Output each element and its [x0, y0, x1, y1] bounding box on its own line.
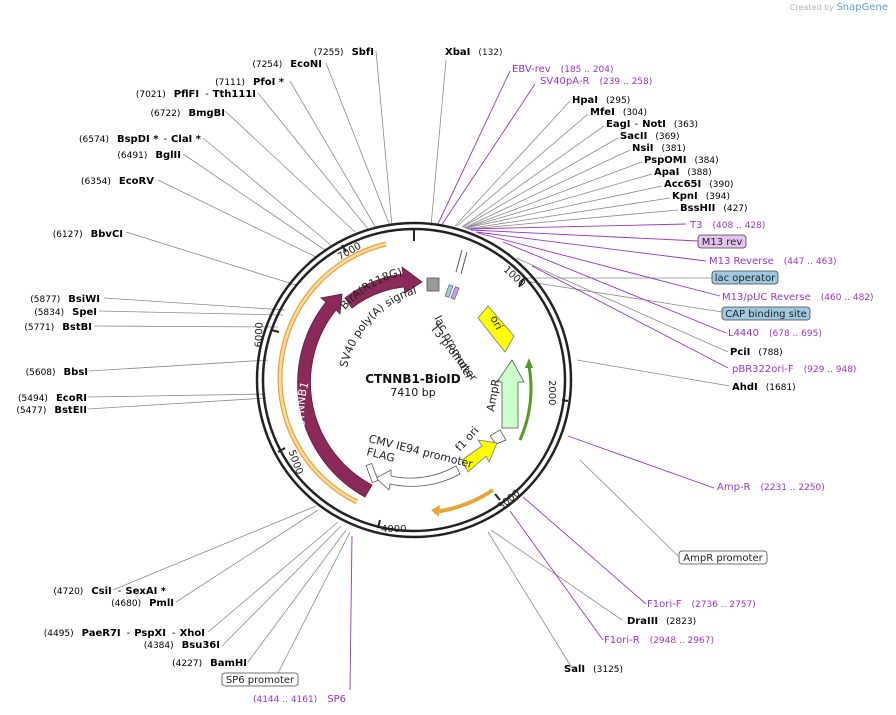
enzyme-site[interactable]: (6491)BglII: [117, 150, 181, 161]
enzyme-site[interactable]: (6127)BbvCI: [53, 229, 123, 240]
tick-label-2000: 2000: [546, 380, 557, 405]
primer-label[interactable]: T3(408 .. 428): [689, 220, 765, 231]
enzyme-site[interactable]: (5477)BstEII: [16, 405, 87, 416]
enzyme-site[interactable]: (7255)SbfI: [314, 47, 374, 58]
enzyme-site[interactable]: HpaI(295): [572, 95, 630, 106]
backbone-inner: [261, 227, 567, 533]
m13rev-label: M13 rev: [702, 237, 743, 248]
plasmid-size: 7410 bp: [390, 386, 435, 399]
green-orf-arrowhead: [525, 358, 533, 368]
sp6-promoter-label: SP6 promoter: [226, 675, 295, 686]
primer-label[interactable]: Amp-R(2231 .. 2250): [717, 482, 825, 493]
enzyme-site[interactable]: (4227)BamHI: [172, 658, 247, 669]
primer-label[interactable]: L4440(678 .. 695): [728, 328, 822, 339]
primer-leader-lines: [349, 70, 729, 691]
enzyme-site[interactable]: EagI-NotI(363): [606, 119, 698, 130]
enzymes-right: XbaI(132) HpaI(295) MfeI(304) EagI-NotI(…: [445, 47, 796, 675]
ori-label: ori: [487, 313, 505, 332]
enzyme-site[interactable]: (6354)EcoRV: [81, 176, 154, 187]
enzyme-site[interactable]: BssHII(427): [680, 203, 748, 214]
ampr-promoter-label: AmpR promoter: [683, 553, 763, 564]
enzyme-site[interactable]: (5494)EcoRI: [18, 393, 87, 404]
enzyme-site[interactable]: (7254)EcoNI: [252, 59, 322, 70]
enzyme-site[interactable]: PspOMI(384): [644, 155, 719, 166]
promoter-line: [455, 249, 463, 273]
f1-ori-feature[interactable]: [461, 439, 498, 473]
lac-operator-mark: [444, 284, 454, 298]
m13rev-box[interactable]: [697, 234, 747, 249]
enzyme-site[interactable]: (5834)SpeI: [34, 307, 97, 318]
enzyme-site[interactable]: KpnI(394): [672, 191, 730, 202]
lac-operator-label: lac operator: [715, 273, 776, 284]
enzyme-site[interactable]: MfeI(304): [590, 107, 647, 118]
ampr-feature[interactable]: [496, 359, 525, 429]
enzyme-site[interactable]: (7111)PfoI *: [215, 77, 285, 88]
tick-label-3000: 3000: [496, 488, 523, 513]
bira-feature[interactable]: [344, 266, 423, 309]
tick-label-6000: 6000: [254, 322, 266, 348]
ampr-label: AmpR: [484, 378, 503, 413]
primer-label[interactable]: F1ori-F(2736 .. 2757): [647, 599, 756, 610]
orf-arc-left-inner: [278, 242, 387, 504]
enzyme-site[interactable]: XbaI(132): [445, 47, 503, 58]
enzyme-site[interactable]: (4720)CsiI-SexAI *: [53, 586, 166, 597]
orf-arc-bottom: [433, 488, 495, 514]
leader-lines: [87, 50, 731, 680]
enzyme-site[interactable]: DraIII(2823): [627, 616, 696, 627]
enzyme-site[interactable]: AhdI(1681): [732, 382, 796, 393]
enzyme-site[interactable]: (6574)BspDI *-ClaI *: [79, 134, 202, 145]
scale-ticks: [270, 230, 569, 529]
snapgene-watermark: Created by SnapGene: [789, 2, 888, 13]
cmv-promoter-feature[interactable]: [375, 465, 461, 491]
primer-label[interactable]: (4144 .. 4161)SP6: [253, 694, 346, 705]
enzyme-site[interactable]: (7021)PflFI-Tth111I: [136, 89, 256, 100]
sv40-polya-feature[interactable]: [426, 277, 440, 292]
enzyme-site[interactable]: (5877)BsiWI: [30, 294, 100, 305]
primer-label[interactable]: SV40pA-R(239 .. 258): [540, 76, 652, 87]
green-orf-arc: [518, 365, 533, 441]
ampr-promoter-box[interactable]: [678, 550, 768, 565]
cap-site-label: CAP binding site: [725, 309, 807, 320]
ctnnb1-label: CTNNB1: [294, 380, 311, 429]
primer-label[interactable]: EBV-rev(185 .. 204): [512, 64, 614, 75]
enzyme-site[interactable]: (4384)Bsu36I: [144, 640, 220, 651]
t3-promoter-mark: [450, 286, 460, 300]
primer-label[interactable]: M13 Reverse(447 .. 463): [709, 256, 837, 267]
enzyme-site[interactable]: (4495)PaeR7I-PspXI-XhoI: [44, 628, 205, 639]
enzymes-left: (7255)SbfI (7254)EcoNI (7111)PfoI * (702…: [16, 47, 374, 669]
primer-label[interactable]: pBR322ori-F(929 .. 948): [732, 364, 856, 375]
enzyme-site[interactable]: NsiI(381): [632, 143, 686, 154]
enzyme-site[interactable]: Acc65I(390): [664, 179, 733, 190]
plasmid-name: CTNNB1-BioID: [365, 372, 461, 386]
enzyme-site[interactable]: SalI(3125): [564, 664, 623, 675]
enzyme-site[interactable]: (6722)BmgBI: [151, 108, 225, 119]
ori-feature[interactable]: [477, 305, 515, 353]
primer-label[interactable]: F1ori-R(2948 .. 2967): [604, 635, 714, 646]
cap-site-box[interactable]: [721, 306, 811, 321]
lac-operator-box[interactable]: [711, 270, 779, 285]
enzyme-site[interactable]: (5771)BstBI: [24, 322, 92, 333]
tick-label-4000: 4000: [381, 524, 406, 535]
enzyme-site[interactable]: ApaI(388): [654, 167, 712, 178]
ampr-promoter-mark: [489, 429, 507, 445]
primer-labels: EBV-rev(185 .. 204) SV40pA-R(239 .. 258)…: [253, 64, 874, 705]
sp6-promoter-box[interactable]: [221, 672, 299, 687]
enzyme-site[interactable]: (4680)PmlI: [111, 598, 174, 609]
orf-arrowhead: [431, 505, 440, 517]
flag-feature[interactable]: [365, 463, 379, 483]
enzyme-site[interactable]: (5608)BbsI: [26, 367, 88, 378]
enzyme-site[interactable]: PciI(788): [730, 347, 783, 358]
backbone-outer: [255, 221, 573, 539]
enzyme-site[interactable]: SacII(369): [620, 131, 680, 142]
primer-label[interactable]: M13/pUC Reverse(460 .. 482): [722, 292, 874, 303]
ctnnb1-feature[interactable]: [297, 293, 373, 498]
